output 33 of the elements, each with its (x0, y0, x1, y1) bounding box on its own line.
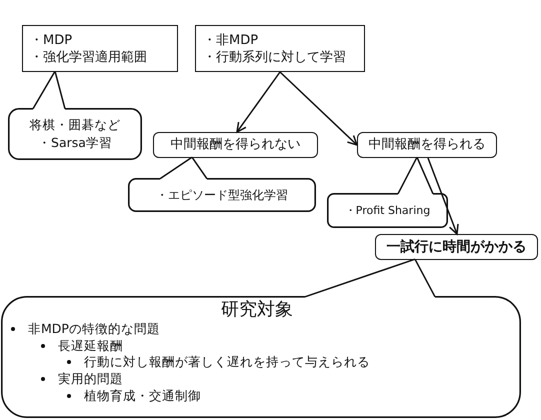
heading-text: 研究対象 (221, 299, 293, 321)
node-text: 中間報酬を得られる (368, 137, 486, 153)
node-text: ・非MDP (203, 32, 258, 48)
rounded-box (375, 234, 538, 260)
list-item-text: 実用的問題 (58, 371, 123, 388)
arrow (427, 158, 459, 235)
list-item-text: 非MDPの特徴的な問題 (28, 321, 160, 338)
rounded-box (153, 132, 318, 158)
callout-pointer (159, 156, 208, 180)
concept-box (195, 25, 365, 72)
node-text: 中間報酬を得られない (170, 137, 300, 153)
node-text: ・MDP (30, 32, 72, 48)
callout-pointer (304, 258, 436, 298)
rounded-box (357, 132, 497, 158)
concept-box (22, 25, 178, 72)
callout-bubble (327, 193, 448, 228)
callout-bubble (1, 296, 521, 418)
list-item-text: 植物育成・交通制御 (84, 388, 201, 404)
callout-bubble (8, 108, 142, 160)
node-text: 一試行に時間がかかる (386, 238, 526, 256)
node-text: ・強化学習適用範囲 (30, 48, 147, 66)
callout-text: ・Sarsa学習 (38, 134, 112, 152)
callout-text: ・Profit Sharing (344, 203, 430, 218)
callout-text: ・エピソード型強化学習 (156, 187, 288, 203)
callout-bubble (128, 178, 316, 212)
node-text: ・行動系列に対して学習 (203, 48, 346, 66)
callout-text: 将棋・囲碁など (30, 116, 120, 134)
arrow (279, 71, 358, 146)
callout-pointer (32, 70, 66, 110)
list-item-text: 行動に対し報酬が著しく遅れを持って与えられる (84, 354, 370, 370)
callout-pointer (397, 156, 434, 195)
list-item-text: 長遅延報酬 (58, 338, 123, 354)
arrow (236, 72, 281, 133)
